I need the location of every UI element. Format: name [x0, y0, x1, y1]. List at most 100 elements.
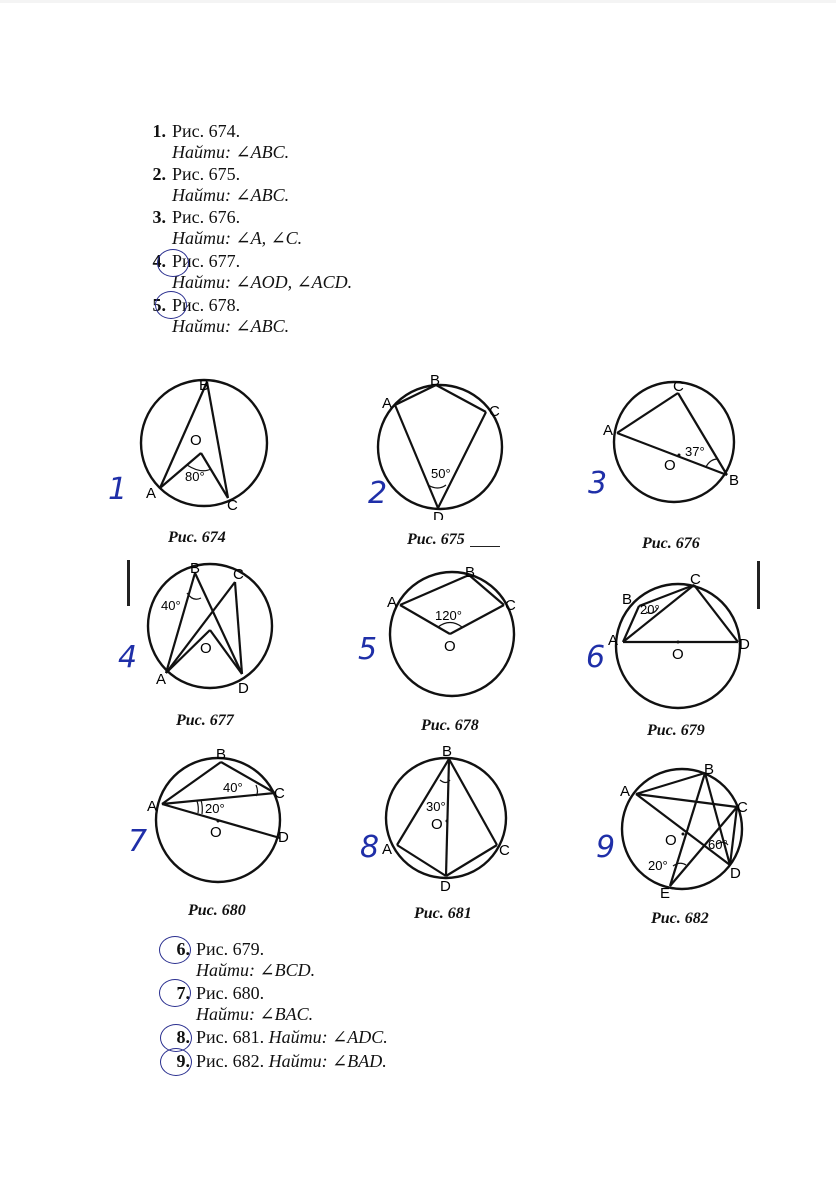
figure-681: B O A C D 30° [370, 742, 520, 897]
problem-find: Найти: ∠ADC. [268, 1027, 388, 1047]
handwritten-number: 7 [128, 824, 148, 859]
handwritten-number: 5 [358, 632, 378, 667]
problem-figure-ref: Рис. 675. [172, 164, 241, 184]
point-label: D [238, 680, 249, 697]
point-label: A [620, 783, 630, 800]
problem-find: Найти: ∠A, ∠C. [172, 228, 303, 248]
figure-caption: Рис. 680 [188, 902, 246, 919]
figure-caption: Рис. 676 [642, 535, 700, 552]
point-label: C [489, 403, 500, 420]
point-label: B [704, 761, 714, 778]
problem-figure-ref: Рис. 680. [196, 983, 265, 1003]
point-label: B [442, 743, 452, 760]
handwritten-number: 6 [586, 640, 606, 675]
point-label: A [387, 594, 397, 611]
problem-find: Найти: ∠ABC. [172, 185, 290, 205]
point-label: O [665, 832, 677, 849]
problem-find: Найти: ∠BCD. [196, 960, 316, 980]
figure-caption: Рис. 681 [414, 905, 472, 922]
handwritten-number: 3 [588, 466, 608, 501]
figure-caption: Рис. 675 [407, 531, 465, 548]
angle-label: 50° [431, 466, 451, 481]
figure-caption: Рис. 678 [421, 717, 479, 734]
problem-1: 1.Рис. 674. Найти: ∠ABC. [140, 121, 290, 163]
point-label: O [190, 432, 202, 449]
figure-caption: Рис. 674 [168, 529, 226, 546]
problem-find: Найти: ∠BAC. [196, 1004, 314, 1024]
pen-stroke [470, 546, 500, 547]
point-label: B [622, 591, 632, 608]
angle-label: 20° [640, 602, 660, 617]
problem-figure-ref: Рис. 681. [196, 1027, 265, 1047]
point-label: B [216, 746, 226, 763]
point-label: D [730, 865, 741, 882]
point-label: C [274, 785, 285, 802]
problem-find: Найти: ∠AOD, ∠ACD. [172, 272, 353, 292]
point-label: B [190, 560, 200, 577]
point-label: B [430, 372, 440, 389]
point-label: C [233, 566, 244, 583]
figure-680: B C A O D 40° 20° [144, 745, 304, 890]
point-label: D [433, 509, 444, 520]
handwritten-number: 4 [118, 640, 138, 675]
point-label: A [156, 671, 166, 688]
point-label: O [210, 824, 222, 841]
problem-8: 8.Рис. 681. Найти: ∠ADC. [164, 1027, 388, 1048]
problem-figure-ref: Рис. 682. [196, 1051, 265, 1071]
pen-circle-mark [159, 936, 191, 964]
figure-677: B C O A D 40° [140, 560, 290, 705]
problem-find: Найти: ∠ABC. [172, 316, 290, 336]
point-label: C [673, 378, 684, 395]
handwritten-number: 8 [360, 830, 380, 865]
point-label: A [382, 841, 392, 858]
point-label: A [147, 798, 157, 815]
handwritten-number: 1 [108, 472, 128, 507]
problem-figure-ref: Рис. 677. [172, 251, 241, 271]
pen-circle-mark [159, 979, 191, 1007]
point-label: O [444, 638, 456, 655]
problem-9: 9.Рис. 682. Найти: ∠BAD. [164, 1051, 387, 1072]
angle-label: 40° [223, 780, 243, 795]
figure-caption: Рис. 679 [647, 722, 705, 739]
figure-682: A B C O D E 60° 20° [606, 758, 756, 903]
angle-label: 80° [185, 469, 205, 484]
point-label: O [200, 640, 212, 657]
point-label: B [465, 564, 475, 581]
figure-679: C B A O D 20° [606, 570, 756, 715]
problem-find: Найти: ∠BAD. [268, 1051, 387, 1071]
point-label: A [608, 632, 618, 649]
point-label: E [660, 885, 670, 898]
problem-number: 3. [152, 207, 167, 227]
angle-label: 30° [426, 799, 446, 814]
figure-676: C A O B 37° [600, 375, 750, 510]
point-label: C [505, 597, 516, 614]
angle-label: 40° [161, 598, 181, 613]
page-top-edge [0, 0, 836, 3]
problem-3: 3.Рис. 676. Найти: ∠A, ∠C. [140, 207, 303, 249]
point-label: O [431, 816, 443, 833]
problem-figure-ref: Рис. 678. [172, 295, 241, 315]
pen-stroke [127, 560, 130, 606]
point-label: D [739, 636, 750, 653]
point-label: C [499, 842, 510, 859]
problem-number: 1. [152, 121, 167, 141]
angle-label: 120° [435, 608, 462, 623]
point-label: O [672, 646, 684, 663]
point-label: B [729, 472, 739, 489]
point-label: D [278, 829, 289, 846]
angle-label: 37° [685, 444, 705, 459]
point-label: A [146, 485, 156, 502]
point-label: A [603, 422, 613, 439]
pen-circle-mark [160, 1048, 192, 1076]
point-label: C [690, 571, 701, 588]
point-label: D [440, 878, 451, 892]
figure-674: B O A C 80° [130, 370, 280, 525]
problem-4: 4.Рис. 677. Найти: ∠AOD, ∠ACD. [140, 251, 353, 293]
problem-figure-ref: Рис. 679. [196, 939, 265, 959]
point-label: A [382, 395, 392, 412]
figure-675: B A C D 50° [370, 370, 520, 526]
angle-label: 60° [708, 837, 728, 852]
point-label: O [664, 457, 676, 474]
problem-figure-ref: Рис. 674. [172, 121, 241, 141]
angle-label: 20° [648, 858, 668, 873]
